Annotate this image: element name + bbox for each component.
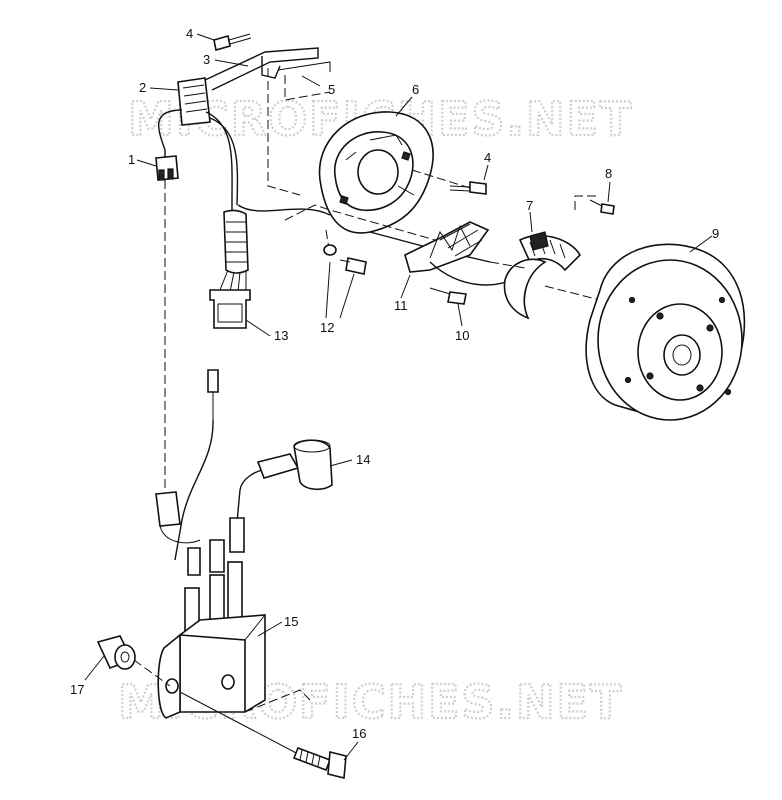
callout-4-mid: 4 — [484, 150, 491, 165]
callout-2: 2 — [139, 80, 146, 95]
callout-8: 8 — [605, 166, 612, 181]
stator-coil-7 — [503, 231, 582, 320]
screw-8 — [589, 199, 615, 215]
callout-13: 13 — [274, 328, 288, 343]
callout-17: 17 — [70, 682, 84, 697]
guide-4 — [411, 169, 471, 189]
callout-6: 6 — [412, 82, 419, 97]
callout-1: 1 — [128, 152, 135, 167]
leader-lines — [84, 33, 713, 761]
guide-17 — [133, 659, 171, 687]
callout-4-top: 4 — [186, 26, 193, 41]
pulser-coil-11 — [369, 221, 521, 286]
callout-12: 12 — [320, 320, 334, 335]
bolt-16 — [179, 691, 347, 780]
guide-flywheel — [489, 261, 601, 301]
grommet-17 — [96, 635, 136, 670]
ignition-coil-15 — [157, 561, 266, 719]
callout-labels: 1 2 3 4 5 6 4 7 8 9 11 12 10 13 14 15 17… — [70, 26, 719, 741]
callout-5: 5 — [328, 82, 335, 97]
wiring-harness — [155, 47, 331, 490]
callout-3: 3 — [203, 52, 210, 67]
callout-7: 7 — [526, 198, 533, 213]
callout-14: 14 — [356, 452, 370, 467]
callout-11: 11 — [394, 298, 408, 313]
callout-9: 9 — [712, 226, 719, 241]
guide-8 — [574, 195, 600, 210]
stator-plate — [318, 111, 434, 234]
ignition-coil-wiring — [155, 369, 333, 576]
screw-10 — [429, 287, 467, 305]
callout-16: 16 — [352, 726, 366, 741]
screw-4-top — [213, 33, 252, 52]
washer-screw-12 — [323, 244, 367, 275]
screw-4-mid — [449, 181, 487, 195]
callout-15: 15 — [284, 614, 298, 629]
flywheel-9 — [585, 243, 746, 421]
guide-coil — [244, 689, 311, 713]
callout-10: 10 — [455, 328, 469, 343]
